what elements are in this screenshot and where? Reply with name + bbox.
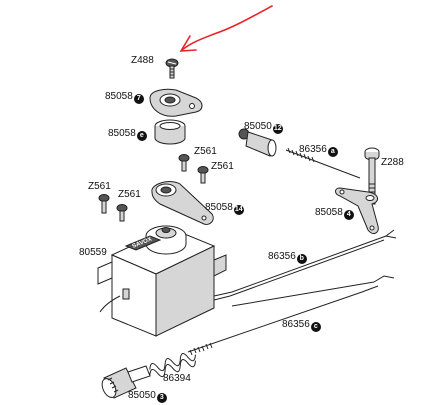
callout-badge: 12 (272, 124, 283, 134)
label-z561-c: Z561 (88, 181, 111, 192)
part-code: 85058 (108, 128, 136, 139)
z561-screw-pair-left (98, 194, 128, 222)
spring-86394 (149, 353, 196, 378)
label-z561-d: Z561 (118, 189, 141, 200)
label-z488: Z488 (131, 55, 154, 66)
callout-badge: c (310, 322, 321, 332)
bellcrank-85058-4 (335, 187, 379, 234)
horn-plate-85058-7 (149, 88, 203, 117)
label-86394: 86394 (163, 373, 191, 384)
part-code: 85058 (315, 207, 343, 218)
callout-badge: 4 (343, 210, 354, 220)
collar-ring-85058-e (154, 119, 186, 145)
linkage-rod-86356-b (213, 229, 397, 307)
servo-body-80559: SAVOX (97, 225, 227, 337)
label-z561-b: Z561 (211, 161, 234, 172)
part-code: 86356 (268, 251, 296, 262)
callout-badge: a (327, 147, 338, 157)
part-code: 85050 (244, 121, 272, 132)
knurled-knob-85050-3 (101, 365, 151, 399)
threaded-rod-86356-c (187, 285, 379, 356)
callout-badge: 14 (233, 205, 244, 215)
z488-screw (165, 58, 179, 79)
label-80559: 80559 (79, 247, 107, 258)
label-z561-a: Z561 (194, 146, 217, 157)
part-code: 86356 (282, 319, 310, 330)
callout-badge: b (296, 254, 307, 264)
servo-horn-arm-85058-14 (151, 181, 214, 225)
ball-joint-85050-12 (238, 128, 277, 157)
part-code: 86356 (299, 144, 327, 155)
part-code: 85058 (205, 202, 233, 213)
callout-badge: 7 (133, 94, 144, 104)
z288-shoulder-bolt (364, 147, 380, 205)
callout-badge: 3 (156, 393, 167, 403)
part-code: 85050 (128, 390, 156, 401)
callout-badge: e (136, 131, 147, 141)
part-code: 85058 (105, 91, 133, 102)
red-annotation-arrow (179, 5, 273, 52)
threaded-rod-86356-a (285, 147, 361, 179)
z561-screw-pair-top (178, 154, 209, 184)
label-z288: Z288 (381, 157, 404, 168)
